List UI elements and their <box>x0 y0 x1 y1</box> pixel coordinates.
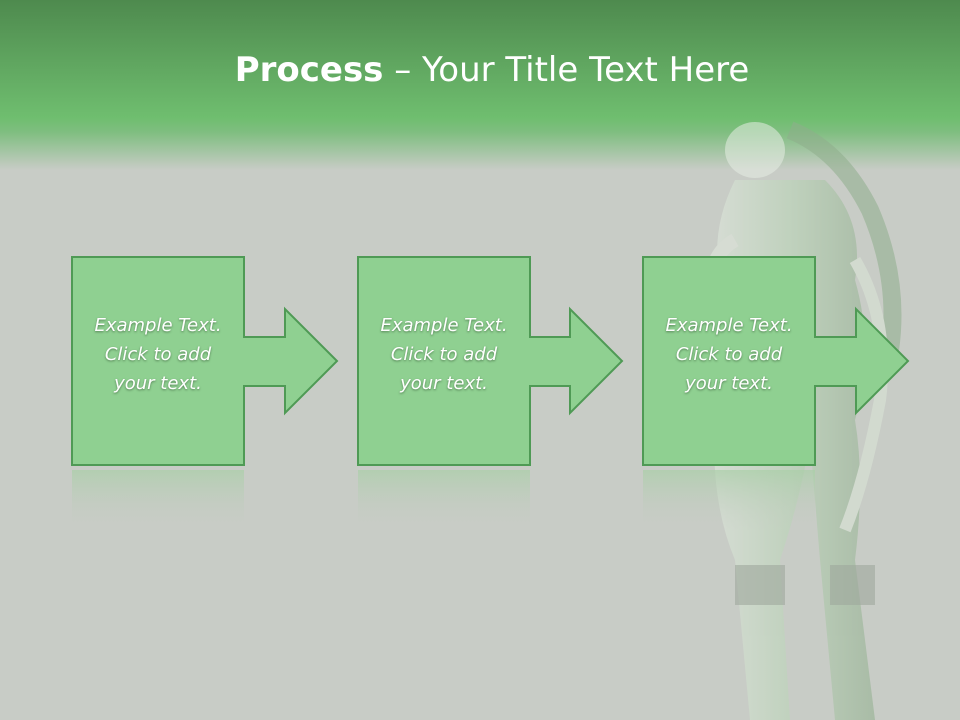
step-3-arrow-shape[interactable] <box>642 256 910 466</box>
step-3-line-3: your text. <box>685 373 773 394</box>
step-1-line-3: your text. <box>114 373 202 394</box>
step-3-line-1: Example Text. <box>665 315 793 336</box>
step-2-line-2: Click to add <box>390 344 498 365</box>
slide-title[interactable]: Process – Your Title Text Here <box>0 50 960 90</box>
title-bold-part: Process <box>234 50 384 90</box>
step-1-text[interactable]: Example Text. Click to add your text. <box>72 311 244 398</box>
step-1-reflection <box>72 470 244 532</box>
title-rest-part: – Your Title Text Here <box>383 50 750 90</box>
step-2-reflection <box>358 470 530 532</box>
step-2-text[interactable]: Example Text. Click to add your text. <box>358 311 530 398</box>
step-1-line-1: Example Text. <box>94 315 222 336</box>
step-3-reflection <box>643 470 815 532</box>
step-2-line-1: Example Text. <box>380 315 508 336</box>
step-3-line-2: Click to add <box>675 344 783 365</box>
step-1-line-2: Click to add <box>104 344 212 365</box>
step-1-arrow-shape[interactable] <box>71 256 339 466</box>
step-2-line-3: your text. <box>400 373 488 394</box>
step-2-arrow-shape[interactable] <box>357 256 624 466</box>
step-3-text[interactable]: Example Text. Click to add your text. <box>643 311 815 398</box>
